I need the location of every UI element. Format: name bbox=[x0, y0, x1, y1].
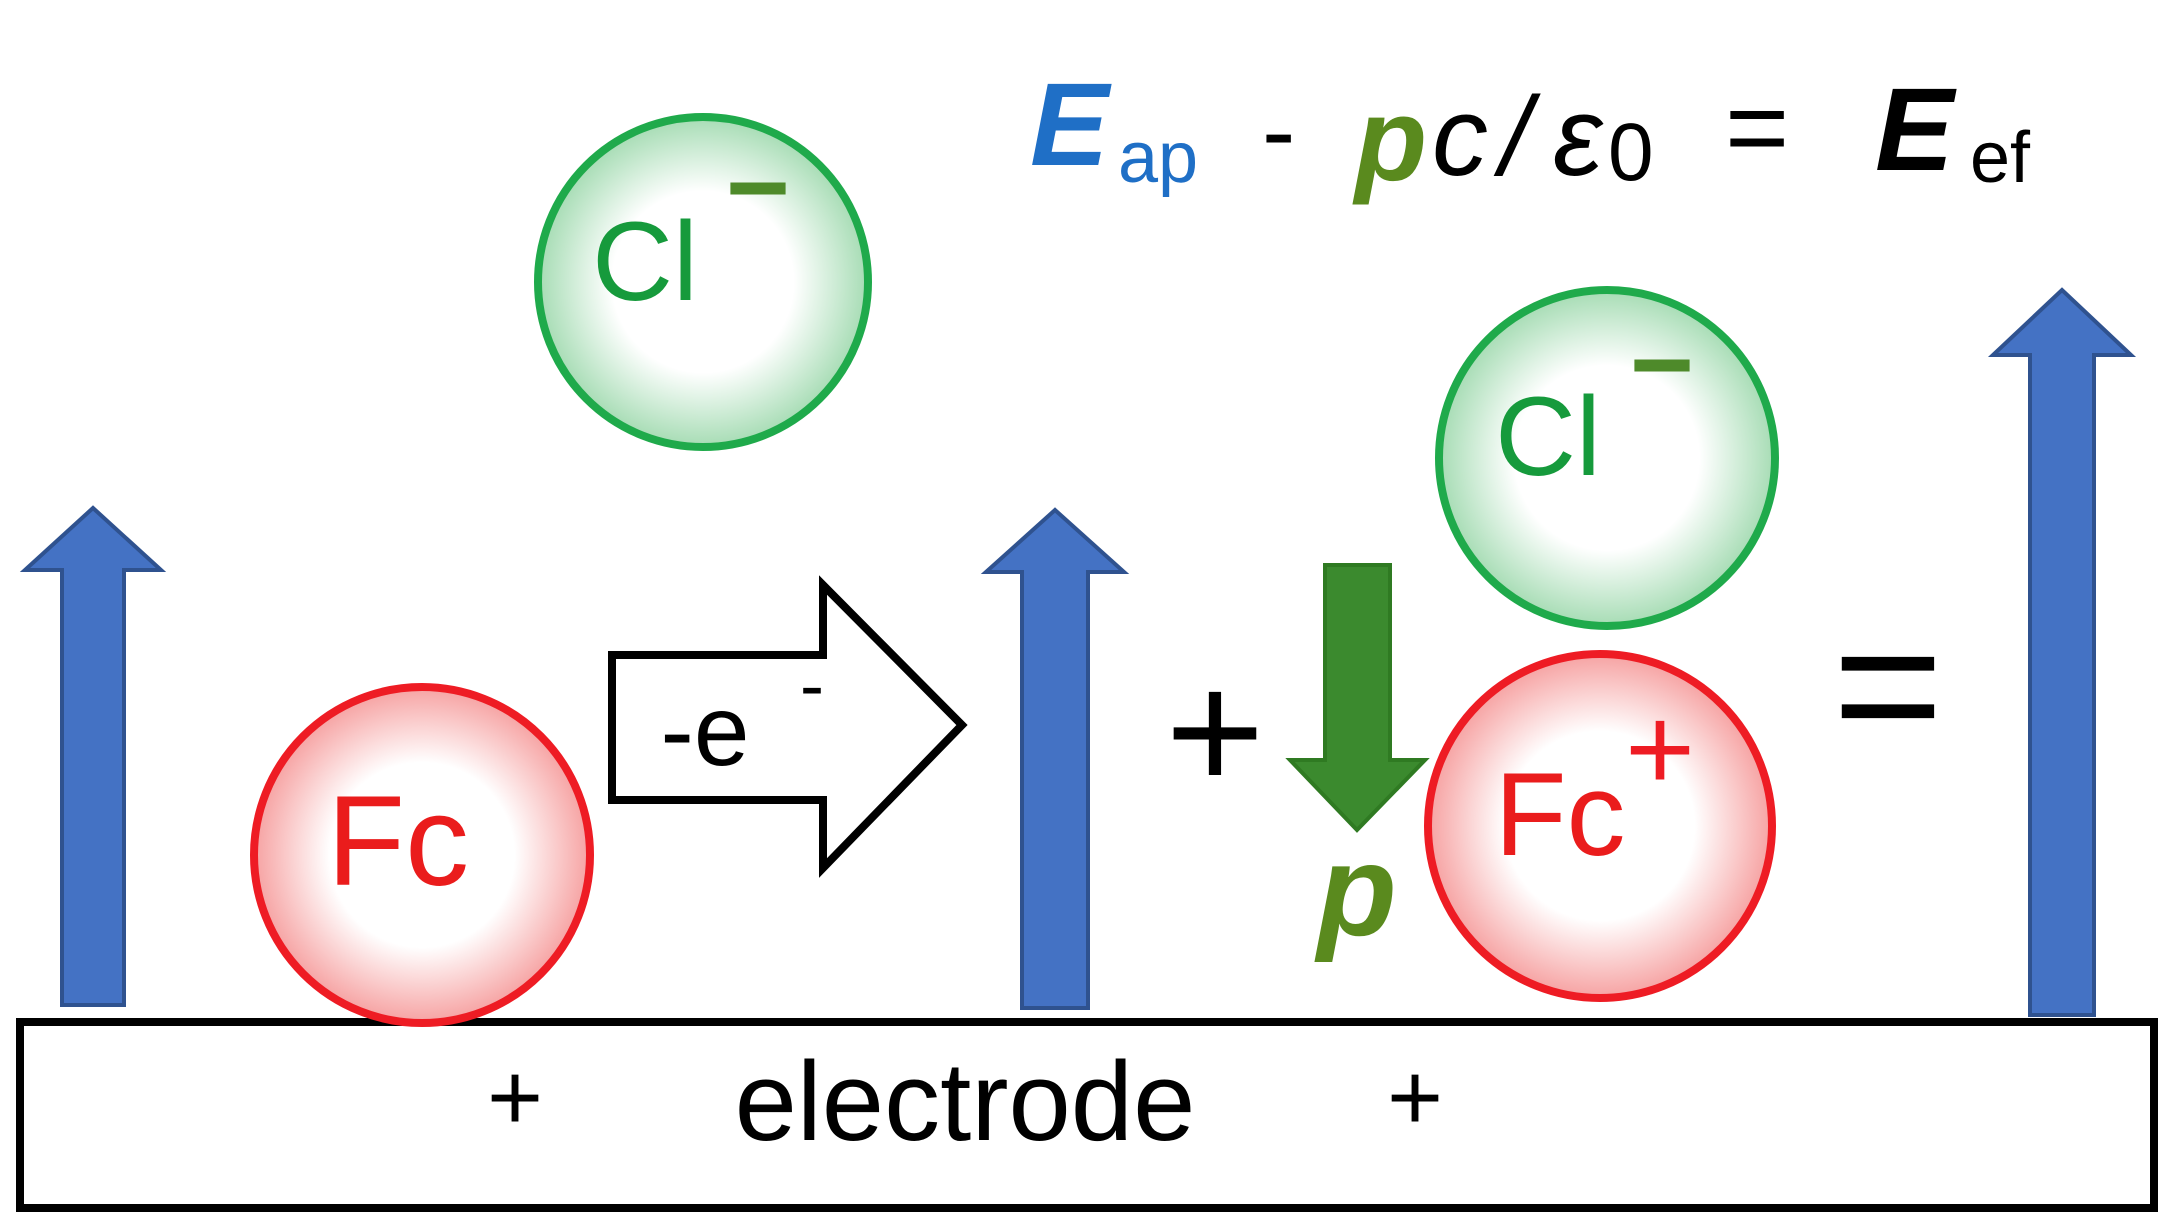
ferrocenium-circle bbox=[1424, 650, 1776, 1002]
ferrocene-left: Fc bbox=[250, 683, 594, 1027]
applied-field-symbol: E bbox=[1030, 59, 1112, 191]
up-arrow-icon bbox=[980, 507, 1130, 1010]
chloride-ion-right: Cl − bbox=[1435, 286, 1779, 630]
equation-minus: - bbox=[1262, 75, 1295, 187]
applied-field-subscript: ap bbox=[1118, 118, 1198, 198]
equation-equals: = bbox=[1725, 66, 1789, 189]
electrode-plate bbox=[16, 1018, 2158, 1212]
ferrocenium-charge: + bbox=[1625, 682, 1695, 816]
dipole-symbol: p bbox=[1352, 74, 1427, 206]
field-arrow-left bbox=[19, 505, 167, 1007]
oxidation-label: -e bbox=[661, 675, 750, 787]
up-arrow-icon bbox=[19, 505, 167, 1007]
dipole-arrow: p bbox=[1285, 563, 1430, 963]
epsilon-subscript: 0 bbox=[1608, 107, 1654, 198]
concentration-symbol: c bbox=[1432, 74, 1488, 199]
chloride-label: Cl bbox=[592, 199, 698, 324]
ferrocenium-right: Fc + bbox=[1424, 650, 1776, 1002]
electrode-right-sign: + bbox=[1387, 1044, 1443, 1151]
down-arrow-icon bbox=[1285, 563, 1430, 833]
field-arrow-middle bbox=[980, 507, 1130, 1010]
equation-slash: / bbox=[1493, 74, 1541, 199]
up-arrow-icon bbox=[1987, 287, 2137, 1017]
chloride-ion-top: Cl − bbox=[534, 113, 872, 451]
ferrocenium-label: Fc bbox=[1494, 749, 1625, 881]
electrode-label: electrode bbox=[735, 1039, 1196, 1164]
ferrocene-circle bbox=[250, 683, 594, 1027]
field-arrow-right bbox=[1987, 287, 2137, 1017]
electrode-left-sign: + bbox=[487, 1044, 543, 1151]
chloride-circle bbox=[1435, 286, 1779, 630]
epsilon-symbol: ε bbox=[1553, 74, 1604, 199]
oxidation-superscript: - bbox=[800, 646, 824, 726]
equals-sign: = bbox=[1833, 579, 1944, 791]
chloride-label: Cl bbox=[1495, 374, 1601, 499]
effective-field-symbol: E bbox=[1875, 64, 1957, 196]
right-arrow-icon bbox=[608, 575, 968, 878]
ferrocene-label: Fc bbox=[327, 770, 469, 913]
oxidation-arrow: -e - bbox=[608, 575, 968, 878]
field-equation: E ap - p c / ε 0 = E ef bbox=[1030, 59, 2031, 206]
effective-field-subscript: ef bbox=[1970, 118, 2031, 198]
plus-sign: + bbox=[1165, 637, 1264, 827]
chloride-charge: − bbox=[1630, 303, 1694, 426]
electrode: + electrode + bbox=[16, 1018, 2158, 1212]
dipole-label: p bbox=[1314, 817, 1396, 963]
chloride-circle bbox=[534, 113, 872, 451]
chloride-charge: − bbox=[726, 126, 790, 249]
